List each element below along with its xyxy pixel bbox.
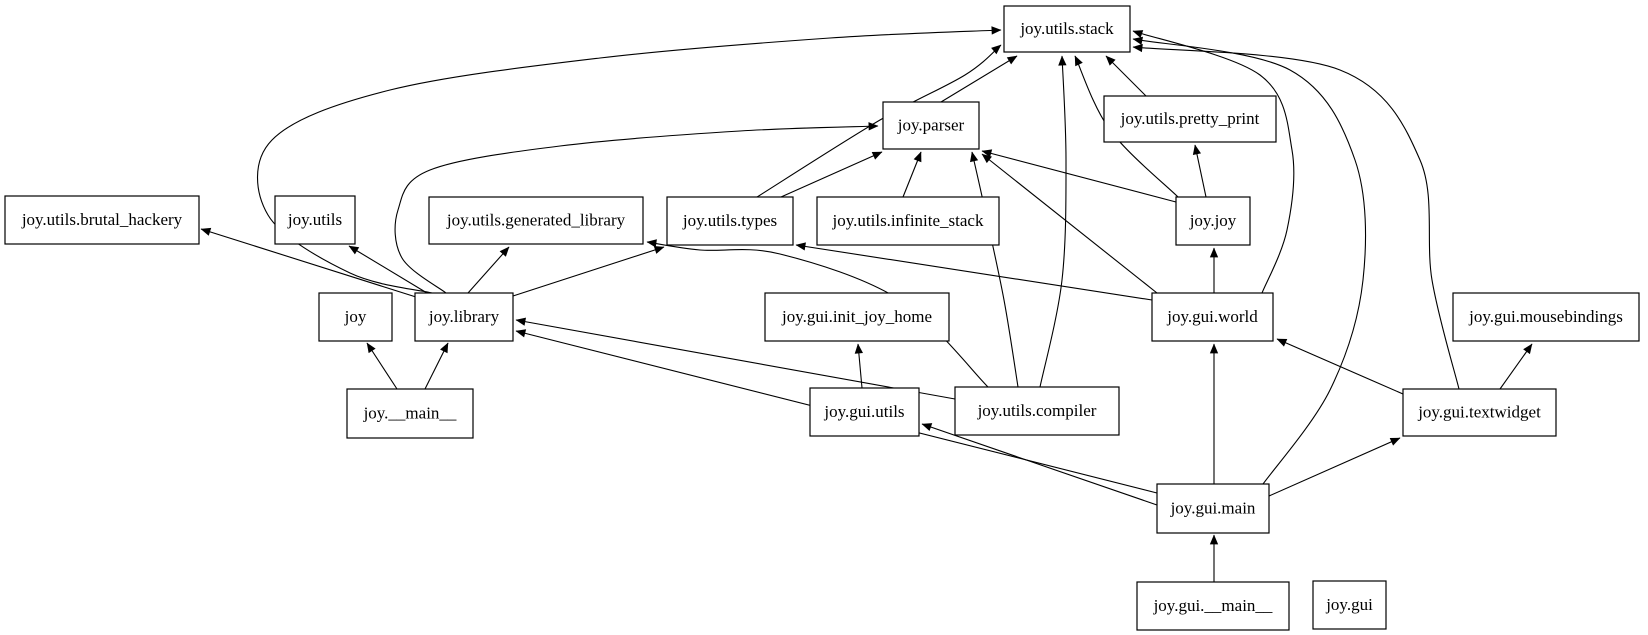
- node-label-joy.gui.utils: joy.gui.utils: [823, 402, 904, 421]
- edge-joy.utils.compiler->joy.library: [515, 317, 956, 400]
- node-joy.gui.__main__: joy.gui.__main__: [1136, 581, 1290, 631]
- node-label-joy.utils.infinite_stack: joy.utils.infinite_stack: [832, 211, 984, 230]
- node-joy.gui.textwidget: joy.gui.textwidget: [1402, 388, 1557, 437]
- node-box-joy.utils.types: [666, 196, 794, 246]
- node-joy.gui: joy.gui: [1312, 580, 1387, 630]
- edge-joy.gui.main->joy.gui.utils: [921, 423, 1158, 506]
- node-box-joy.utils.stack: [1003, 5, 1131, 53]
- edge-joy.gui.world->joy.utils.stack: [1132, 30, 1295, 294]
- node-box-joy.library: [414, 292, 514, 342]
- node-label-joy.__main__: joy.__main__: [363, 403, 457, 422]
- edge-joy.utils.infinite_stack->joy.parser: [902, 151, 922, 198]
- node-box-joy.utils: [274, 195, 356, 245]
- edge-joy.library->joy.utils.brutal_hackery: [200, 227, 417, 298]
- node-box-joy.utils.infinite_stack: [816, 196, 1000, 246]
- edge-joy.utils.pretty_print->joy.utils.stack: [1105, 55, 1147, 97]
- node-box-joy.gui.utils: [809, 387, 920, 437]
- node-label-joy.library: joy.library: [428, 307, 500, 326]
- node-box-joy.gui.world: [1151, 292, 1274, 342]
- node-box-joy.__main__: [346, 388, 474, 439]
- node-joy.utils: joy.utils: [274, 195, 356, 245]
- node-joy.gui.mousebindings: joy.gui.mousebindings: [1452, 292, 1640, 342]
- edge-joy.library->joy.utils.types: [512, 245, 665, 297]
- nodes-layer: joy.utils.stack joy.parser joy.utils.prett…: [4, 5, 1640, 631]
- node-joy.utils.brutal_hackery: joy.utils.brutal_hackery: [4, 195, 200, 245]
- node-joy.gui.init_joy_home: joy.gui.init_joy_home: [764, 292, 950, 342]
- node-label-joy.utils.compiler: joy.utils.compiler: [977, 401, 1097, 420]
- node-label-joy.utils.brutal_hackery: joy.utils.brutal_hackery: [21, 210, 183, 229]
- node-joy.gui.utils: joy.gui.utils: [809, 387, 920, 437]
- node-box-joy.utils.generated_library: [428, 196, 644, 245]
- node-label-joy.gui.textwidget: joy.gui.textwidget: [1417, 402, 1541, 421]
- node-joy.gui.world: joy.gui.world: [1151, 292, 1274, 342]
- node-box-joy.gui.__main__: [1136, 581, 1290, 631]
- edge-joy.joy->joy.utils.pretty_print: [1192, 144, 1207, 198]
- node-label-joy.gui: joy.gui: [1325, 595, 1373, 614]
- node-label-joy.utils: joy.utils: [287, 210, 342, 229]
- edge-joy.library->joy.utils.generated_library: [467, 246, 510, 294]
- node-label-joy.utils.types: joy.utils.types: [682, 211, 777, 230]
- edge-joy.utils.types->joy.parser: [780, 151, 883, 198]
- node-label-joy.gui.main: joy.gui.main: [1170, 498, 1256, 517]
- node-label-joy.utils.pretty_print: joy.utils.pretty_print: [1120, 109, 1260, 128]
- edge-joy.utils.compiler->joy.parser: [970, 151, 1019, 388]
- edge-joy.__main__->joy: [366, 342, 398, 390]
- node-label-joy.utils.stack: joy.utils.stack: [1019, 19, 1114, 38]
- node-label-joy.gui.world: joy.gui.world: [1166, 307, 1258, 326]
- node-box-joy.utils.brutal_hackery: [4, 195, 200, 245]
- node-joy.utils.generated_library: joy.utils.generated_library: [428, 196, 644, 245]
- edge-joy.parser->joy.utils.stack: [940, 55, 1018, 103]
- node-joy.joy: joy.joy: [1175, 196, 1251, 246]
- node-joy.utils.stack: joy.utils.stack: [1003, 5, 1131, 53]
- node-label-joy.parser: joy.parser: [897, 115, 965, 134]
- node-label-joy.gui.__main__: joy.gui.__main__: [1153, 596, 1273, 615]
- node-joy.utils.types: joy.utils.types: [666, 196, 794, 246]
- node-label-joy.utils.generated_library: joy.utils.generated_library: [446, 210, 626, 229]
- edge-joy.library->joy.parser: [394, 122, 879, 294]
- node-label-joy.gui.init_joy_home: joy.gui.init_joy_home: [781, 307, 932, 326]
- node-box-joy.gui.mousebindings: [1452, 292, 1640, 342]
- edge-joy.gui.textwidget->joy.gui.world: [1276, 338, 1404, 395]
- node-joy.utils.pretty_print: joy.utils.pretty_print: [1103, 95, 1277, 143]
- node-box-joy: [318, 292, 393, 342]
- node-joy.utils.compiler: joy.utils.compiler: [954, 386, 1120, 436]
- node-joy.parser: joy.parser: [882, 101, 980, 150]
- edge-joy.library->joy.utils: [348, 245, 428, 294]
- edge-joy.gui.textwidget->joy.gui.mousebindings: [1499, 343, 1533, 390]
- node-joy.gui.main: joy.gui.main: [1156, 483, 1270, 534]
- node-label-joy.gui.mousebindings: joy.gui.mousebindings: [1468, 307, 1623, 326]
- edge-joy.gui.world->joy.utils.types: [795, 242, 1153, 301]
- node-label-joy.joy: joy.joy: [1189, 211, 1237, 230]
- edge-joy.gui.world->joy.parser: [981, 153, 1158, 294]
- node-box-joy.parser: [882, 101, 980, 150]
- node-joy.__main__: joy.__main__: [346, 388, 474, 439]
- edge-joy.gui.main->joy.gui.textwidget: [1268, 437, 1401, 497]
- node-joy.utils.infinite_stack: joy.utils.infinite_stack: [816, 196, 1000, 246]
- edge-joy.gui.utils->joy.gui.init_joy_home: [854, 343, 863, 389]
- node-joy: joy: [318, 292, 393, 342]
- node-box-joy.gui: [1312, 580, 1387, 630]
- edge-joy.joy->joy.parser: [981, 149, 1177, 203]
- edge-joy.library->joy.utils.stack: [256, 26, 1002, 294]
- node-box-joy.gui.textwidget: [1402, 388, 1557, 437]
- edges-layer: [200, 26, 1533, 582]
- edge-joy.gui.main->joy.utils.stack: [1132, 36, 1367, 485]
- node-label-joy: joy: [344, 307, 367, 326]
- edge-joy.utils.compiler->joy.utils.stack: [1039, 55, 1067, 388]
- edge-joy.__main__->joy.library: [424, 342, 449, 390]
- node-box-joy.gui.init_joy_home: [764, 292, 950, 342]
- node-joy.library: joy.library: [414, 292, 514, 342]
- edge-joy.gui.textwidget->joy.utils.stack: [1132, 43, 1460, 390]
- node-box-joy.utils.compiler: [954, 386, 1120, 436]
- node-box-joy.utils.pretty_print: [1103, 95, 1277, 143]
- node-box-joy.gui.main: [1156, 483, 1270, 534]
- node-box-joy.joy: [1175, 196, 1251, 246]
